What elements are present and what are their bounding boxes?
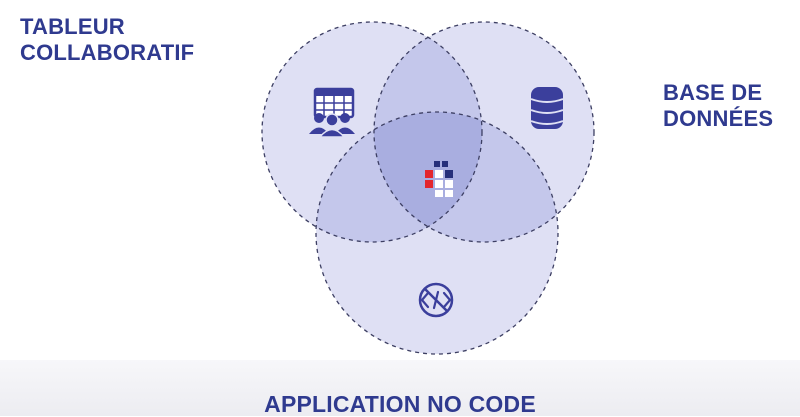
label-base-de-donnees: BASE DE DONNÉES <box>663 80 774 131</box>
bottom-band <box>0 360 800 416</box>
database-icon <box>530 87 564 129</box>
no-code-icon <box>418 282 454 318</box>
label-application-no-code: APPLICATION NO CODE <box>264 391 536 417</box>
grid-logo-icon <box>425 161 453 197</box>
collaborative-spreadsheet-icon <box>309 87 355 138</box>
label-tableur-collaboratif: TABLEUR COLLABORATIF <box>20 14 195 65</box>
